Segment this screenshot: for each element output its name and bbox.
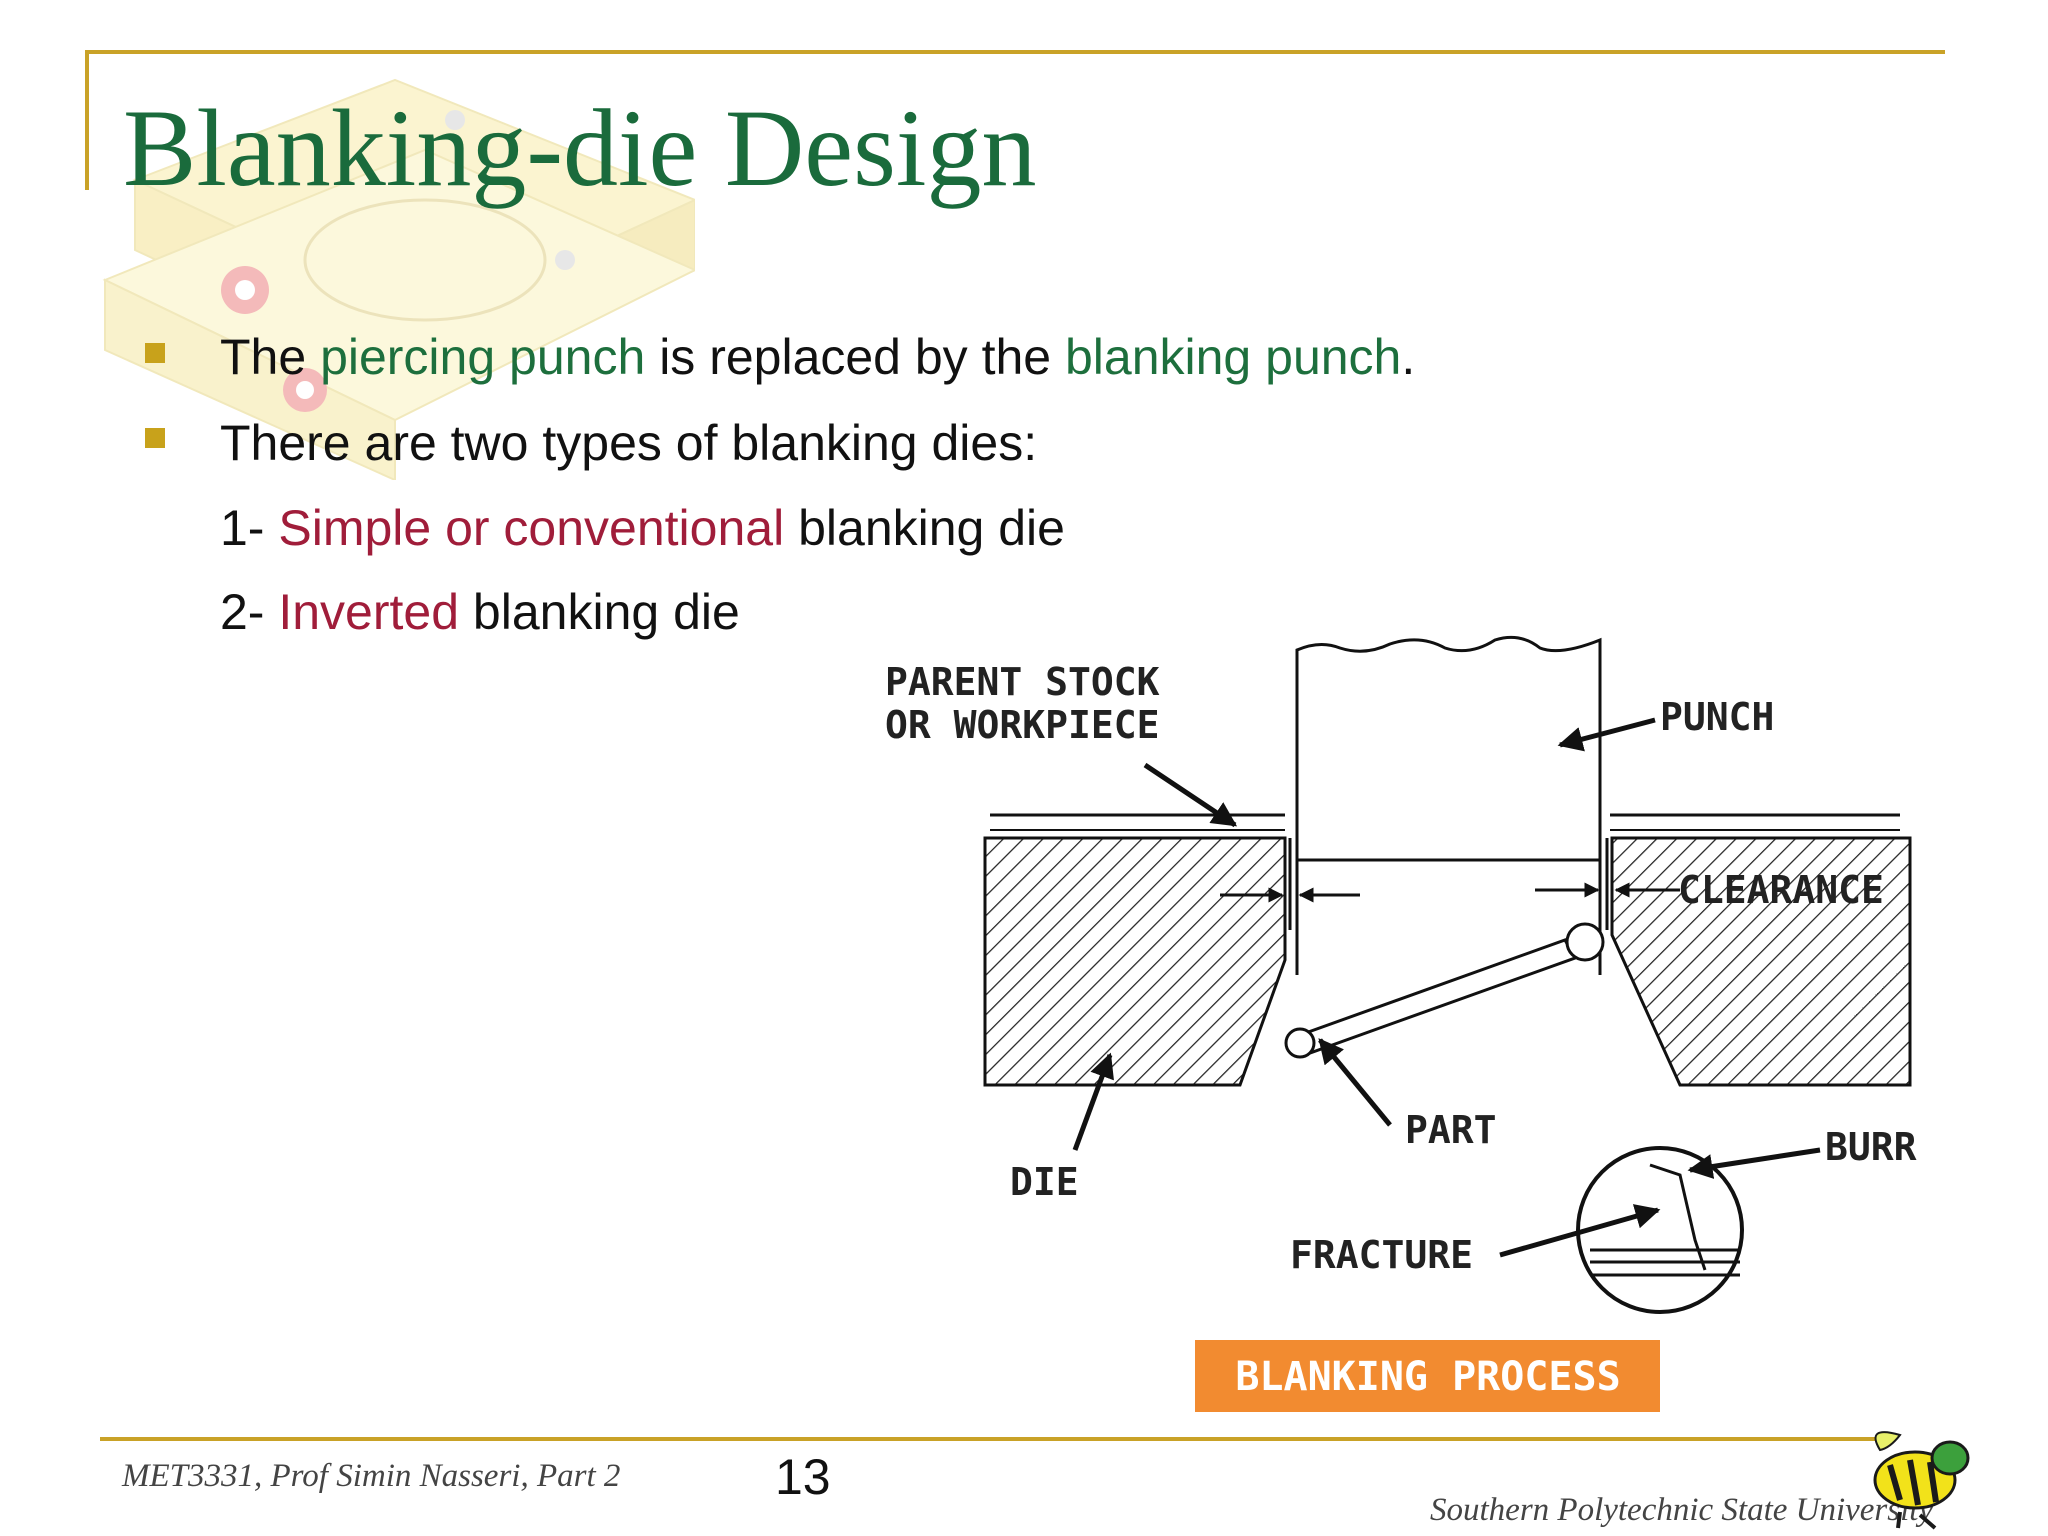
term-piercing-punch: piercing punch (320, 329, 646, 385)
die-left (983, 836, 1287, 1087)
page-number: 13 (775, 1449, 831, 1505)
bullet-1: The piercing punch is replaced by the bl… (220, 332, 1415, 382)
bullet-1-before: The (220, 329, 321, 385)
top-rule (85, 50, 1945, 54)
punch-shape (1295, 635, 1602, 975)
label-clearance: CLEARANCE (1678, 868, 1884, 912)
label-parent-stock-2: OR WORKPIECE (885, 703, 1160, 747)
term-blanking-punch: blanking punch (1064, 329, 1402, 385)
label-fracture: FRACTURE (1290, 1233, 1473, 1277)
bullet-marker (145, 428, 165, 448)
blanking-process-diagram: PARENT STOCK OR WORKPIECE PUNCH CLEARANC… (885, 635, 1917, 1412)
label-burr: BURR (1825, 1125, 1917, 1169)
subitem-2-suffix: blanking die (459, 584, 740, 640)
slide-title: Blanking-die Design (123, 87, 1037, 209)
left-rule (85, 50, 89, 190)
die-right (1610, 836, 1912, 1087)
burr-detail-circle (1576, 1146, 1744, 1314)
bullet-1-after: . (1401, 329, 1416, 385)
subitem-2: 2- Inverted blanking die (220, 587, 740, 637)
caption-box (1195, 1340, 1660, 1412)
label-punch: PUNCH (1660, 695, 1774, 739)
diagram-caption: BLANKING PROCESS (1235, 1354, 1620, 1400)
footer-course: MET3331, Prof Simin Nasseri, Part 2 (122, 1458, 621, 1494)
subitem-1: 1- Simple or conventional blanking die (220, 503, 1065, 553)
bottom-rule (100, 1437, 1880, 1441)
die-watermark-image (102, 78, 695, 480)
footer-university: Southern Polytechnic State University (1430, 1492, 1934, 1528)
bullet-2: There are two types of blanking dies: (220, 415, 1038, 471)
label-parent-stock-1: PARENT STOCK (885, 660, 1160, 704)
subitem-1-prefix: 1- (220, 500, 279, 556)
bullet-1-middle: is replaced by the (645, 329, 1065, 385)
label-die: DIE (1010, 1160, 1079, 1204)
hornet-mascot-logo (1873, 1431, 1970, 1530)
bullet-marker (145, 343, 165, 363)
label-part: PART (1405, 1108, 1497, 1152)
term-inverted: Inverted (278, 584, 460, 640)
subitem-1-suffix: blanking die (784, 500, 1065, 556)
subitem-2-prefix: 2- (220, 584, 279, 640)
term-simple-conventional: Simple or conventional (278, 500, 785, 556)
